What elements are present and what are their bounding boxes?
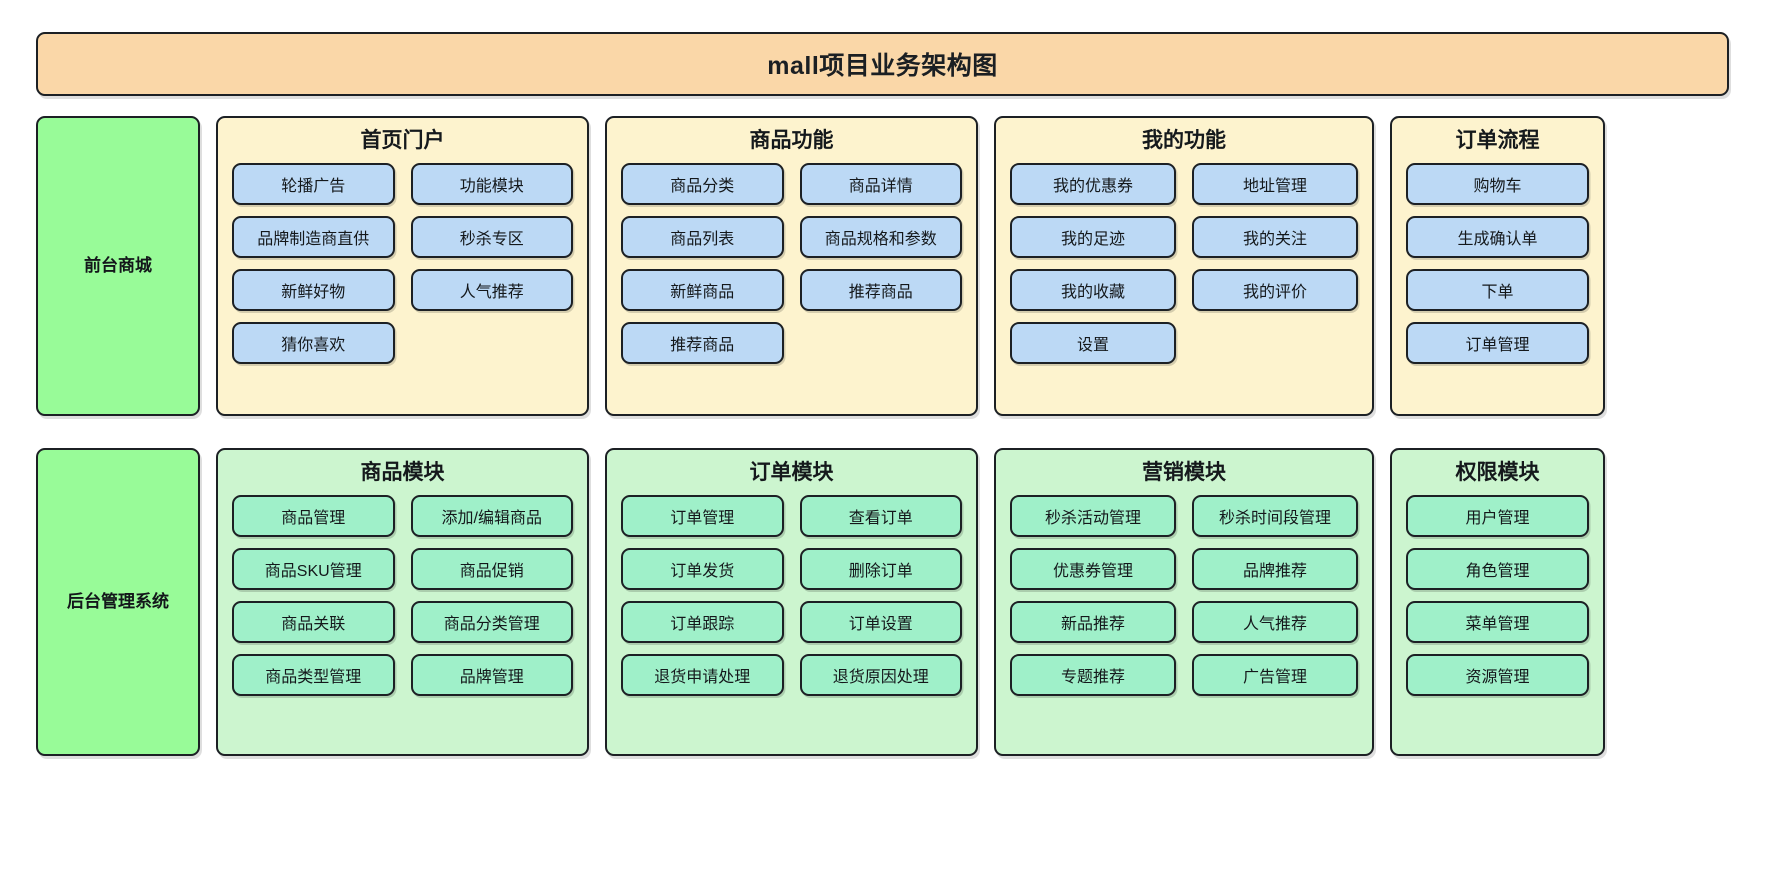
chip-item[interactable]: 人气推荐 [1192, 601, 1358, 644]
chip-item[interactable]: 商品SKU管理 [232, 548, 395, 591]
chip-item[interactable]: 我的关注 [1192, 216, 1358, 259]
chip-item[interactable]: 商品分类 [621, 163, 784, 206]
row-label-backend: 后台管理系统 [36, 448, 200, 756]
page-title: mall项目业务架构图 [767, 52, 998, 80]
row-label-text: 前台商城 [84, 255, 152, 275]
group-order-module: 订单模块 订单管理 查看订单 订单发货 删除订单 订单跟踪 订单设置 退货申请处… [605, 448, 978, 756]
group-product-features: 商品功能 商品分类 商品详情 商品列表 商品规格和参数 新鲜商品 推荐商品 推荐… [605, 116, 978, 416]
chip-item[interactable]: 设置 [1010, 322, 1176, 365]
chip-item[interactable]: 订单管理 [1406, 322, 1589, 365]
chip-item[interactable]: 广告管理 [1192, 654, 1358, 697]
group-home-portal: 首页门户 轮播广告 功能模块 品牌制造商直供 秒杀专区 新鲜好物 人气推荐 猜你… [216, 116, 589, 416]
chip-item[interactable]: 查看订单 [799, 495, 962, 538]
chip-item[interactable]: 功能模块 [410, 163, 573, 206]
chip-item[interactable]: 订单跟踪 [621, 601, 784, 644]
chip-item[interactable]: 秒杀时间段管理 [1192, 495, 1358, 538]
chip-item[interactable]: 订单管理 [621, 495, 784, 538]
chip-item[interactable]: 商品详情 [799, 163, 962, 206]
chip-item[interactable]: 轮播广告 [232, 163, 395, 206]
group-title: 商品模块 [360, 461, 445, 484]
group-permission-module: 权限模块 用户管理 角色管理 菜单管理 资源管理 [1390, 448, 1605, 756]
group-my-features: 我的功能 我的优惠券 地址管理 我的足迹 我的关注 我的收藏 我的评价 设置 [994, 116, 1374, 416]
group-goods-module: 商品模块 商品管理 添加/编辑商品 商品SKU管理 商品促销 商品关联 商品分类… [216, 448, 589, 756]
chip-item[interactable]: 商品管理 [232, 495, 395, 538]
group-title: 营销模块 [1142, 461, 1226, 484]
chip-grid-goods-module: 商品管理 添加/编辑商品 商品SKU管理 商品促销 商品关联 商品分类管理 商品… [232, 495, 573, 697]
chip-item[interactable]: 添加/编辑商品 [410, 495, 573, 538]
chip-grid-permission-module: 用户管理 角色管理 菜单管理 资源管理 [1406, 495, 1589, 697]
chip-item[interactable]: 品牌制造商直供 [232, 216, 395, 259]
chip-item[interactable]: 我的足迹 [1010, 216, 1176, 259]
diagram-row-backend: 后台管理系统 商品模块 商品管理 添加/编辑商品 商品SKU管理 商品促销 商品… [36, 448, 1729, 756]
chip-item[interactable]: 新品推荐 [1010, 601, 1176, 644]
group-title: 我的功能 [1142, 129, 1226, 152]
chip-item[interactable]: 下单 [1406, 269, 1589, 312]
chip-item[interactable]: 商品类型管理 [232, 654, 395, 697]
chip-item[interactable]: 地址管理 [1192, 163, 1358, 206]
chip-item[interactable]: 品牌管理 [410, 654, 573, 697]
chip-item[interactable]: 我的评价 [1192, 269, 1358, 312]
group-title: 首页门户 [360, 129, 445, 152]
chip-item[interactable]: 推荐商品 [621, 322, 784, 365]
chip-item[interactable]: 商品促销 [410, 548, 573, 591]
chip-item[interactable]: 删除订单 [799, 548, 962, 591]
chip-item[interactable]: 订单设置 [799, 601, 962, 644]
chip-item[interactable]: 商品规格和参数 [799, 216, 962, 259]
diagram-row-frontend: 前台商城 首页门户 轮播广告 功能模块 品牌制造商直供 秒杀专区 新鲜好物 人气… [36, 116, 1729, 416]
group-marketing-module: 营销模块 秒杀活动管理 秒杀时间段管理 优惠券管理 品牌推荐 新品推荐 人气推荐… [994, 448, 1374, 756]
row-label-text: 后台管理系统 [67, 591, 169, 611]
chip-item[interactable]: 我的优惠券 [1010, 163, 1176, 206]
chip-item[interactable]: 猜你喜欢 [232, 322, 395, 365]
chip-item[interactable]: 新鲜好物 [232, 269, 395, 312]
chip-item[interactable]: 新鲜商品 [621, 269, 784, 312]
chip-grid-order-module: 订单管理 查看订单 订单发货 删除订单 订单跟踪 订单设置 退货申请处理 退货原… [621, 495, 962, 697]
chip-item[interactable]: 专题推荐 [1010, 654, 1176, 697]
chip-grid-home-portal: 轮播广告 功能模块 品牌制造商直供 秒杀专区 新鲜好物 人气推荐 猜你喜欢 [232, 163, 573, 365]
chip-item[interactable]: 我的收藏 [1010, 269, 1176, 312]
row-label-frontend: 前台商城 [36, 116, 200, 416]
chip-item[interactable]: 人气推荐 [410, 269, 573, 312]
chip-item[interactable]: 商品列表 [621, 216, 784, 259]
chip-grid-order-flow: 购物车 生成确认单 下单 订单管理 [1406, 163, 1589, 365]
chip-item[interactable]: 品牌推荐 [1192, 548, 1358, 591]
chip-item[interactable]: 菜单管理 [1406, 601, 1589, 644]
chip-item[interactable]: 优惠券管理 [1010, 548, 1176, 591]
chip-item[interactable]: 退货申请处理 [621, 654, 784, 697]
chip-item[interactable]: 退货原因处理 [799, 654, 962, 697]
chip-item[interactable]: 秒杀活动管理 [1010, 495, 1176, 538]
diagram-title-banner: mall项目业务架构图 [36, 32, 1729, 96]
chip-item[interactable]: 商品关联 [232, 601, 395, 644]
group-title: 订单模块 [749, 461, 834, 484]
chip-grid-my-features: 我的优惠券 地址管理 我的足迹 我的关注 我的收藏 我的评价 设置 [1010, 163, 1358, 365]
chip-item[interactable]: 角色管理 [1406, 548, 1589, 591]
group-title: 商品功能 [749, 129, 834, 152]
chip-item[interactable]: 推荐商品 [799, 269, 962, 312]
group-title: 订单流程 [1455, 129, 1540, 152]
group-title: 权限模块 [1455, 461, 1540, 484]
group-order-flow: 订单流程 购物车 生成确认单 下单 订单管理 [1390, 116, 1605, 416]
chip-grid-product-features: 商品分类 商品详情 商品列表 商品规格和参数 新鲜商品 推荐商品 推荐商品 [621, 163, 962, 365]
chip-item[interactable]: 用户管理 [1406, 495, 1589, 538]
chip-item[interactable]: 秒杀专区 [410, 216, 573, 259]
chip-item[interactable]: 商品分类管理 [410, 601, 573, 644]
chip-grid-marketing-module: 秒杀活动管理 秒杀时间段管理 优惠券管理 品牌推荐 新品推荐 人气推荐 专题推荐… [1010, 495, 1358, 697]
chip-item[interactable]: 购物车 [1406, 163, 1589, 206]
chip-item[interactable]: 生成确认单 [1406, 216, 1589, 259]
chip-item[interactable]: 订单发货 [621, 548, 784, 591]
chip-item[interactable]: 资源管理 [1406, 654, 1589, 697]
